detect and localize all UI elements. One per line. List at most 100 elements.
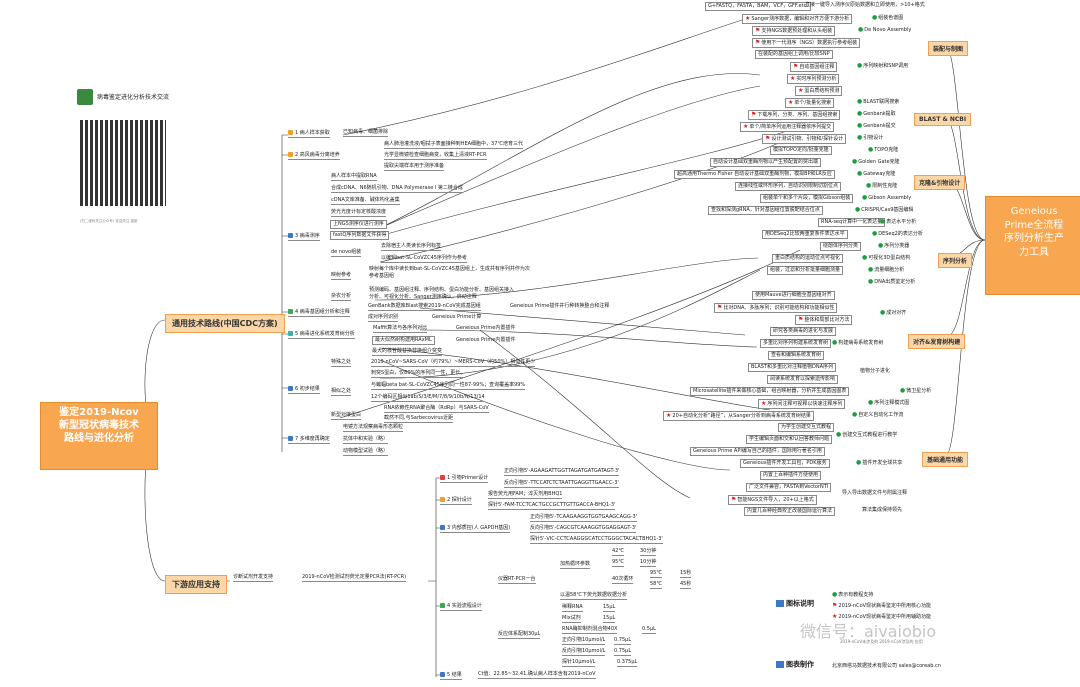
dl-g1[interactable]: 1 引物Primer设计	[440, 475, 489, 483]
asm-item: G+FASTQ，FASTA，BAM，VCF，GFF.etc.	[705, 2, 811, 11]
dl-sys: 反应体系配制30μL	[498, 631, 541, 639]
g5-item: 最大似然树构建用RAxML	[372, 336, 435, 345]
basic-item: Geneious Prime API编写自己的插件，国际用行著名引用	[690, 447, 825, 456]
cat-align[interactable]: 对齐&发育树构建	[908, 334, 966, 349]
align-item: BLAST和多重比对注释植物DNA序列	[748, 363, 836, 372]
basic-side: 导入导出数据文件与附属注释	[842, 490, 908, 496]
dl-row-name: 稀释RNA	[562, 604, 583, 612]
asm-side: ●组装色谱图	[872, 14, 904, 21]
g5-item: 最大的核苷酸替换替换组介突变	[372, 348, 443, 356]
g3-label[interactable]: 3 病毒测序	[288, 233, 320, 241]
check-icon: ●	[868, 146, 874, 153]
number-icon	[288, 331, 293, 336]
dl-t95bv: 15秒	[680, 570, 692, 578]
check-icon: ●	[858, 26, 864, 33]
dl-t95v: 10分钟	[640, 559, 657, 567]
root-node[interactable]: 鉴定2019-Ncov 新型冠状病毒技术 路线与进化分析	[40, 402, 158, 470]
basic-side: ●自定义自动化工作流	[852, 411, 904, 418]
dl-row-name: 探针10μmol/L	[562, 659, 596, 667]
check-icon: ●	[836, 431, 842, 438]
clone-item: 自动设计基础双重酶剂物以产生预配置的突出端	[710, 158, 822, 167]
dl-g3-item: 正向引物5'-TCAAGAAGGTGGTGAAGCAGG-3'	[530, 514, 638, 522]
credit-title: 图表制作	[776, 661, 814, 669]
number-icon	[288, 130, 293, 135]
dl-g2[interactable]: 2 探针设计	[440, 497, 472, 505]
g7-item: 动物模型试验（略）	[343, 448, 389, 456]
seq-side: ●DESeq2的表达分析	[872, 230, 923, 237]
asm-item: ★实时序列预测分析	[787, 74, 840, 84]
align-side: ●构建病毒系统发育树	[832, 339, 884, 346]
basic-side: ●序列注释模式图	[868, 399, 910, 406]
flag-icon: ⚑	[765, 135, 771, 142]
seq-side: ●流量细胞分析	[868, 266, 905, 273]
clone-side: ●限制性克隆	[866, 182, 898, 189]
g6-sub: 新型对接蛋白	[331, 412, 362, 420]
g3-item: 上NGS测序仪进行测序	[330, 220, 387, 229]
g1-label[interactable]: 1 病人样本获取	[288, 130, 330, 138]
g4-item: 成对序列识别	[368, 314, 399, 322]
g4-label[interactable]: 4 病毒基因组分析和注释	[288, 309, 350, 317]
basic-item: Microsatellite插件来做核心基础，组合映射器，分析并生成基因图表	[690, 387, 850, 396]
g6-sub-item: 刺突S蛋白，仅80%的序列同一性，更长。	[371, 370, 466, 378]
geneious-node[interactable]: Geneious Prime全流程 序列分析生产 力工具	[985, 196, 1080, 295]
clone-side: ●Gibson Assembly	[862, 194, 912, 201]
cat-seq[interactable]: 序列分析	[938, 253, 973, 268]
g3-denovo-item: 以编辑bat-SL-CoVZC45序列作为参考	[381, 255, 467, 263]
number-icon	[440, 525, 445, 530]
dl-g4[interactable]: 4 实验流程设计	[440, 603, 482, 611]
asm-side: 直接一键导入测序仪原始数据和立即使用，>10+格式	[805, 2, 925, 8]
cat-blast[interactable]: BLAST & NCBI	[914, 113, 972, 126]
check-icon: ●	[852, 158, 858, 165]
check-icon: ●	[852, 411, 858, 418]
star-icon: ★	[832, 613, 838, 620]
dl-t58v: 45秒	[680, 581, 692, 589]
g3-ref-item: 映射每个库中读长到bat-SL-CoVZC45基因组上，生成共有序列并作为次 参…	[369, 266, 530, 279]
dl-g3-item: 探针5'-VIC-CCTCAAGGGCATCCTGGGCTACACTBHQ1-3…	[530, 536, 663, 544]
dl-g1-item: 反向引物5'-TTCCATCTCTAATTGAGGTTGAACC-3'	[504, 480, 619, 488]
star-icon: ★	[666, 412, 672, 419]
dl-g5[interactable]: 5 结果	[440, 672, 462, 680]
dl-t42v: 30分钟	[640, 548, 657, 556]
g2-label[interactable]: 2 高风病毒分离培养	[288, 152, 340, 160]
credit-icon	[776, 661, 784, 668]
number-icon	[440, 672, 445, 677]
align-side: ●成对对齐	[880, 309, 907, 316]
star-icon: ★	[798, 87, 804, 94]
dl-sub: 2019-nCoV检测试剂荧光定量PCR法(RT-PCR)	[302, 574, 407, 582]
g6-sub-item: 截然不同,与Sarbecovirus近距	[384, 415, 454, 423]
seq-item: 绕酚体序列分类	[820, 242, 862, 251]
g7-label[interactable]: 7 多维度再确定	[288, 436, 330, 444]
asm-item: ⚑使用下一代测序（NGS）数据执行参考组装	[752, 38, 861, 48]
cat-assembly[interactable]: 装配与制图	[928, 41, 969, 56]
seq-side: ●表达水平分析	[880, 218, 917, 225]
g6-sub-item: 2019-nCoV~SARS-CoV（约79%）~MERS-CoV（约50%）相…	[371, 359, 536, 367]
dl-g3[interactable]: 3 内部质控(人 GAPDH基因)	[440, 525, 511, 533]
align-item: 使用Mauve进行细胞全基因组对齐	[752, 291, 835, 300]
legend-item: 2019-nCoV未涉及的 2019-nCoV涉及的 应用	[840, 639, 923, 644]
g5-item: Maffit算法与各序列对比	[373, 325, 428, 333]
cat-clone[interactable]: 克隆&引物设计	[914, 175, 966, 190]
clone-item: 连接线性或环形序列，自动识别限制切割位点	[735, 182, 842, 191]
check-icon: ●	[866, 182, 872, 189]
align-item: 多重比对序列构建系统发育树	[760, 339, 832, 348]
cat-base[interactable]: 基础通用功能	[922, 452, 969, 467]
check-icon: ●	[868, 399, 874, 406]
g5-label[interactable]: 5 病毒进化系统发育树分析	[288, 331, 355, 339]
legend-item: ★2019-nCoV现状病毒鉴定中所用辅助功能	[832, 613, 932, 620]
g6-label[interactable]: 6 初步结果	[288, 386, 320, 394]
g1-item: 已知病毒、细菌排除	[343, 129, 389, 137]
branch2-node[interactable]: 下游应用支持	[165, 575, 227, 594]
flag-icon: ⚑	[755, 27, 761, 34]
check-icon: ●	[857, 122, 863, 129]
legend-title: 图标说明	[776, 600, 814, 608]
dl-g1-item: 正向引物5'-AGAAGATTGGTTAGATGATGATAGT-3'	[504, 468, 620, 476]
basic-item: 学生编辑页面和交和认回答教师问题	[746, 435, 833, 444]
number-icon	[440, 497, 445, 502]
branch1-node[interactable]: 通用技术路线(中国CDC方案)	[165, 314, 285, 333]
g3-misc-item: 预测编码、基因组注释、序列结构、蛋白功能分析、基因组关接入 分析、可视化分析、S…	[369, 287, 515, 300]
dl-t95b: 95℃	[650, 570, 662, 578]
blast-item: ★单个/简单序列运用注释器依序列提交	[740, 122, 835, 132]
g3-item: fastQ序列数据文件获得	[330, 231, 390, 240]
check-icon: ●	[832, 591, 838, 598]
flag-icon: ⚑	[832, 602, 838, 609]
